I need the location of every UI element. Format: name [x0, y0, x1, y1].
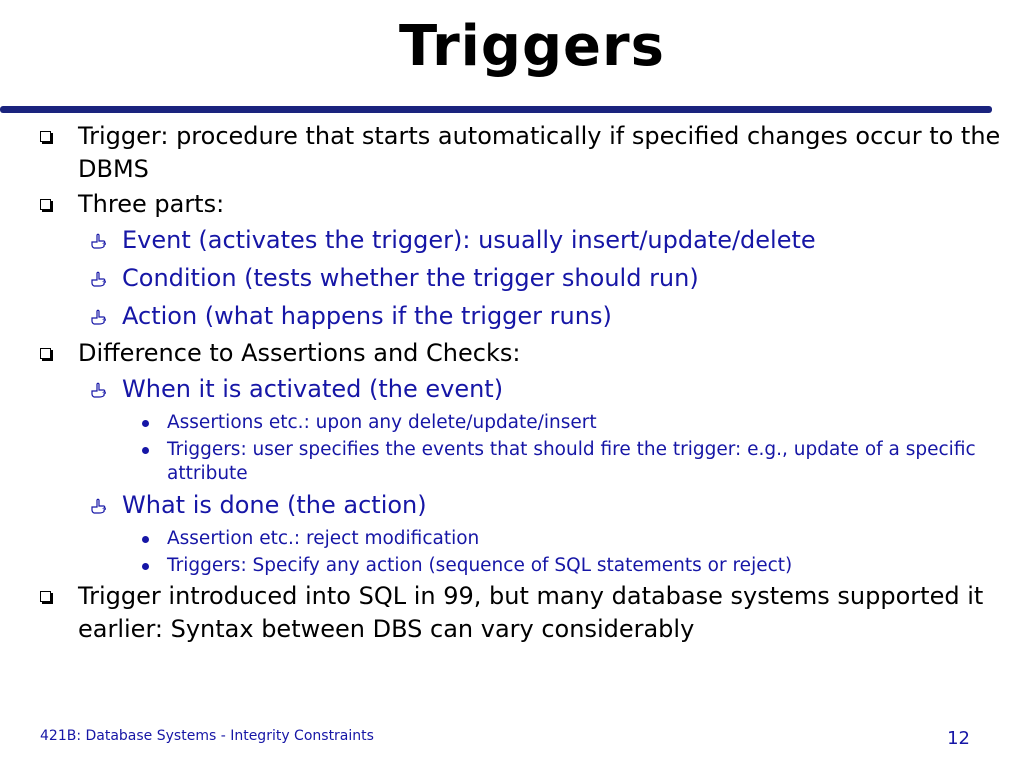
dot-bullet-icon	[142, 563, 149, 570]
square-bullet-icon	[40, 591, 51, 602]
bullet-text: Three parts:	[78, 190, 225, 218]
pointing-hand-icon	[91, 233, 106, 249]
pointing-hand-icon	[91, 309, 106, 325]
list-item: What is done (the action)	[0, 486, 1024, 524]
list-item: Difference to Assertions and Checks:	[0, 337, 1024, 370]
title-divider	[0, 106, 992, 113]
slide-title: Triggers	[399, 14, 665, 79]
bullet-text: What is done (the action)	[122, 491, 427, 519]
list-item: Assertions etc.: upon any delete/update/…	[0, 411, 1024, 435]
bullet-text: When it is activated (the event)	[122, 375, 504, 403]
bullet-text: Assertion etc.: reject modification	[167, 528, 480, 549]
bullet-text: Triggers: Specify any action (sequence o…	[167, 555, 793, 576]
square-bullet-icon	[40, 348, 51, 359]
list-item: Action (what happens if the trigger runs…	[0, 297, 1024, 335]
bullet-text: Trigger: procedure that starts automatic…	[78, 122, 1001, 183]
pointing-hand-icon	[91, 382, 106, 398]
list-item: Trigger: procedure that starts automatic…	[0, 120, 1024, 186]
list-item: When it is activated (the event)	[0, 370, 1024, 408]
list-item: Trigger introduced into SQL in 99, but m…	[0, 580, 1024, 646]
list-item: Assertion etc.: reject modification	[0, 527, 1024, 551]
bullet-text: Action (what happens if the trigger runs…	[122, 302, 612, 330]
bullet-text: Condition (tests whether the trigger sho…	[122, 264, 699, 292]
dot-bullet-icon	[142, 447, 149, 454]
bullet-text: Trigger introduced into SQL in 99, but m…	[78, 582, 984, 643]
list-item: Triggers: Specify any action (sequence o…	[0, 554, 1024, 578]
slide-number: 12	[947, 728, 970, 749]
dot-bullet-icon	[142, 536, 149, 543]
list-item: Three parts:	[0, 188, 1024, 221]
list-item: Condition (tests whether the trigger sho…	[0, 259, 1024, 297]
list-item: Event (activates the trigger): usually i…	[0, 221, 1024, 259]
bullet-text: Triggers: user specifies the events that…	[167, 439, 976, 484]
square-bullet-icon	[40, 199, 51, 210]
footer-course-title: 421B: Database Systems - Integrity Const…	[40, 728, 374, 744]
dot-bullet-icon	[142, 420, 149, 427]
square-bullet-icon	[40, 131, 51, 142]
bullet-list: Trigger: procedure that starts automatic…	[0, 118, 1024, 646]
bullet-text: Assertions etc.: upon any delete/update/…	[167, 412, 597, 433]
bullet-text: Event (activates the trigger): usually i…	[122, 226, 816, 254]
list-item: Triggers: user specifies the events that…	[0, 438, 1024, 486]
pointing-hand-icon	[91, 498, 106, 514]
pointing-hand-icon	[91, 271, 106, 287]
bullet-text: Difference to Assertions and Checks:	[78, 339, 521, 367]
